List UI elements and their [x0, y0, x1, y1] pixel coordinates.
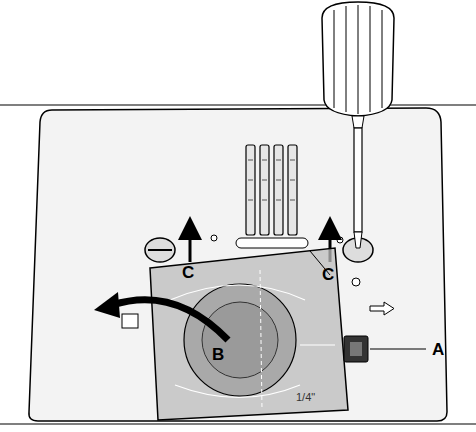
- callout-letter: C: [182, 264, 194, 281]
- callout-letter: B: [212, 346, 224, 363]
- seam-guide-mark: 1/4": [296, 392, 315, 403]
- callout-letter: C: [322, 266, 334, 283]
- callout-letter: A: [432, 341, 444, 358]
